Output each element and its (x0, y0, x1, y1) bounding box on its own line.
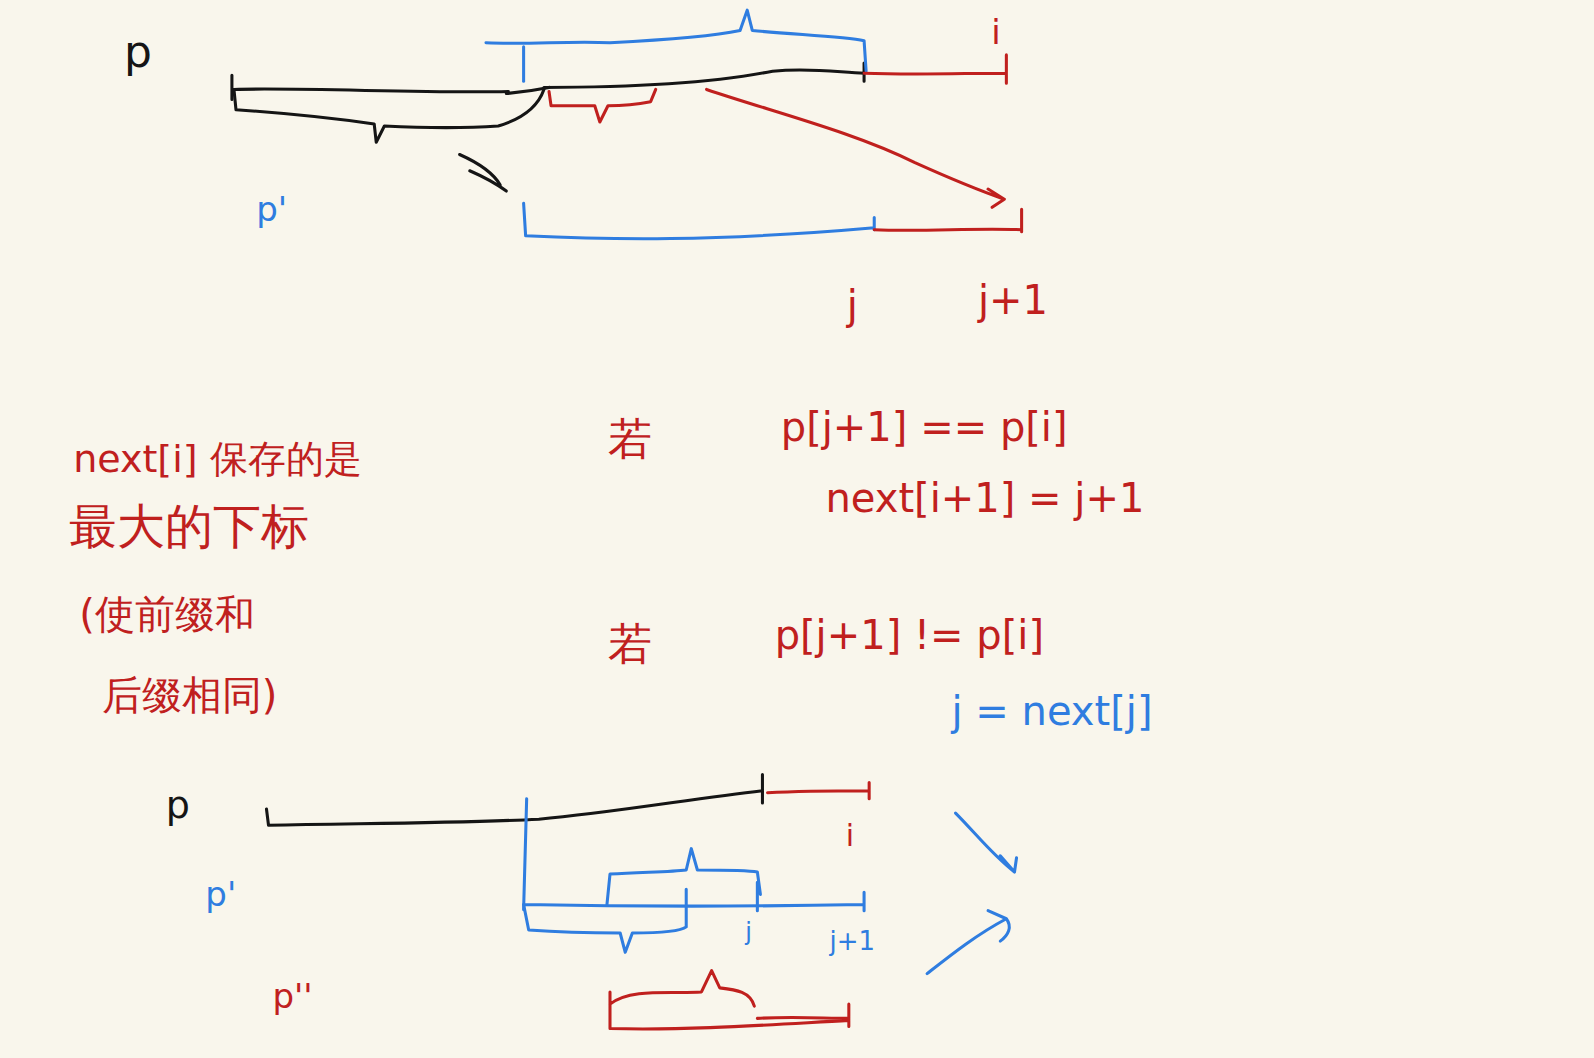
string-name: p (124, 28, 152, 76)
index-label: i (846, 819, 854, 852)
condition-text: p[j+1] != p[i] (775, 613, 1044, 657)
assignment-text: j = next[j] (952, 689, 1153, 733)
condition-word: 若 (608, 415, 652, 463)
string-name: p' (256, 191, 287, 228)
black-strokes (232, 63, 864, 191)
index-label: j+1 (978, 278, 1048, 322)
string-name: p (166, 785, 190, 827)
note-text: 最大的下标 (69, 500, 309, 553)
blue-strokes-bottom (524, 799, 1017, 974)
red-strokes (549, 55, 1022, 232)
note-text: 后缀相同) (102, 673, 278, 717)
string-name: p' (205, 876, 236, 913)
index-label: i (991, 14, 1000, 51)
note-text: next[i] 保存的是 (73, 439, 361, 481)
assignment-text: next[i+1] = j+1 (825, 476, 1144, 520)
string-name: p'' (272, 978, 312, 1015)
condition-text: p[j+1] == p[i] (781, 405, 1068, 449)
index-label: j (745, 919, 752, 945)
index-label: j+1 (830, 927, 876, 956)
index-label: j (847, 283, 858, 327)
note-text: (使前缀和 (79, 592, 255, 636)
black-strokes-bottom (266, 774, 762, 825)
condition-word: 若 (608, 620, 652, 668)
